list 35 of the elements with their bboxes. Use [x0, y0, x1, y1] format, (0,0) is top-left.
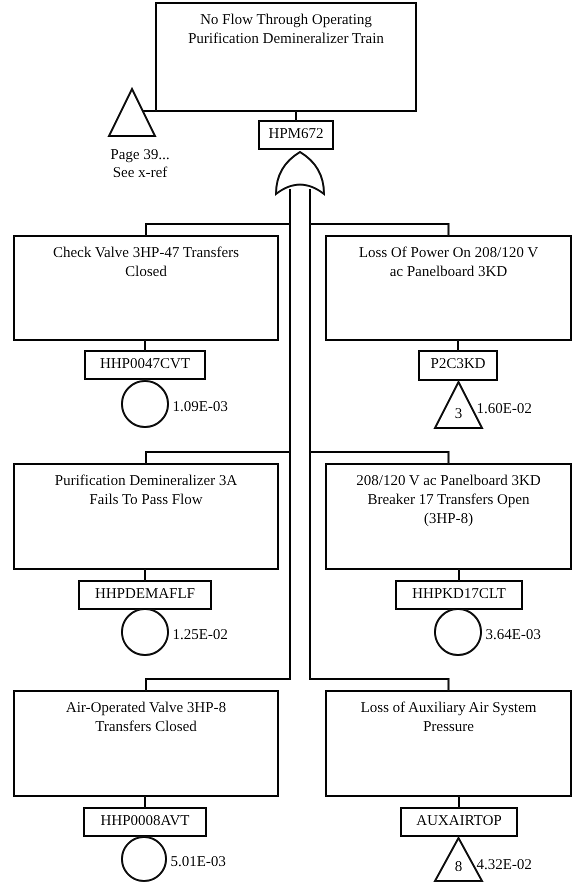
- basic-event-circle: [121, 836, 167, 882]
- basic-event-circle: [121, 608, 169, 656]
- event-box: Check Valve 3HP-47 Transfers Closed: [13, 235, 279, 341]
- event-box: 208/120 V ac Panelboard 3KD Breaker 17 Transfers Open (3HP-8): [325, 463, 572, 570]
- probability-label: 1.60E-02: [476, 400, 532, 418]
- connector-line: [144, 797, 146, 807]
- event-id-box: P2C3KD: [418, 350, 498, 381]
- probability-label: 5.01E-03: [170, 853, 226, 871]
- event-box: Air-Operated Valve 3HP-8 Transfers Closed: [13, 690, 279, 797]
- connector-line: [143, 110, 155, 112]
- connector-line: [458, 797, 460, 807]
- transfer-triangle: [108, 88, 156, 137]
- reference-note: Page 39... See x-ref: [109, 146, 171, 182]
- event-id-box: HHPDEMAFLF: [78, 580, 212, 610]
- or-gate-symbol: [275, 151, 325, 195]
- connector-line: [144, 570, 146, 580]
- connector-line: [144, 341, 146, 350]
- basic-event-circle: [434, 608, 482, 656]
- probability-label: 1.25E-02: [172, 626, 228, 644]
- event-id-box: HPM672: [258, 120, 334, 150]
- event-box: Purification Demineralizer 3A Fails To Pass Flow: [13, 463, 279, 570]
- basic-event-circle: [121, 380, 169, 428]
- connector-line: [458, 570, 460, 580]
- event-id-box: HHP0008AVT: [83, 807, 207, 837]
- event-box: Loss Of Power On 208/120 V ac Panelboard 3KD: [325, 235, 572, 341]
- event-id-box: AUXAIRTOP: [400, 807, 518, 837]
- probability-label: 3.64E-03: [486, 626, 541, 644]
- probability-label: 4.32E-02: [476, 856, 532, 874]
- event-id-box: HHPKD17CLT: [395, 580, 523, 610]
- probability-label: 1.09E-03: [172, 398, 228, 416]
- connector-line: [295, 112, 297, 120]
- event-id-box: HHP0047CVT: [84, 350, 206, 380]
- connector-line: [457, 341, 459, 350]
- top-event-box: No Flow Through Operating Purification Demineralizer Train: [155, 2, 417, 112]
- event-box: Loss of Auxiliary Air System Pressure: [325, 690, 572, 797]
